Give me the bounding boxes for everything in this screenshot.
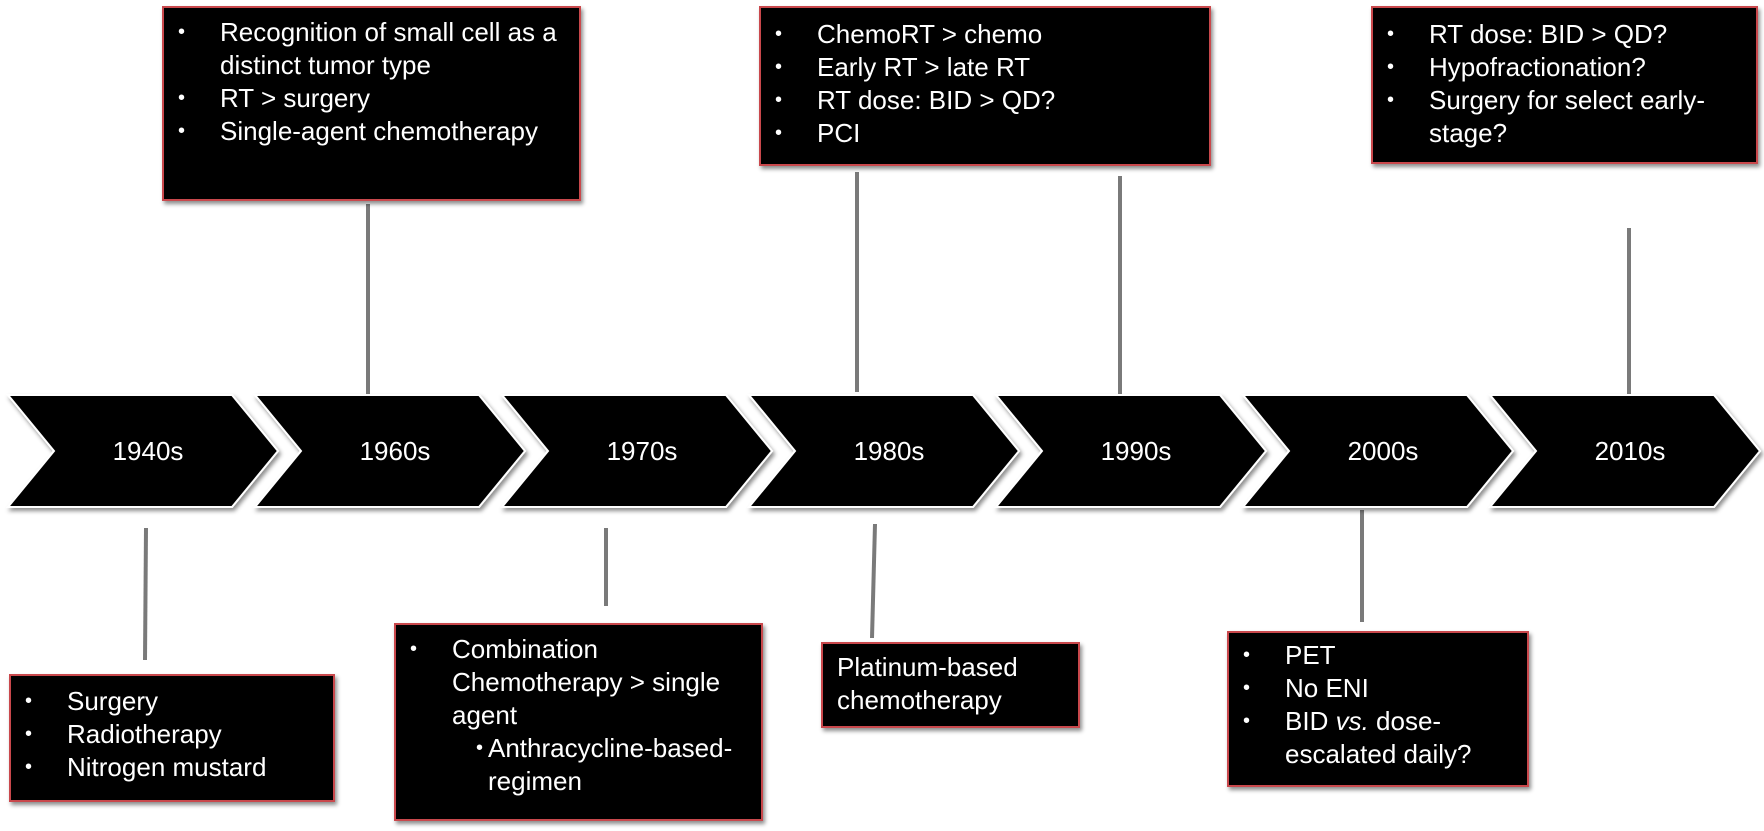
- note-item: Recognition of small cell as a distinct …: [164, 16, 579, 82]
- note-box-1980s-bottom: Platinum-based chemotherapy: [821, 642, 1080, 728]
- chevron-row: [5, 394, 1762, 508]
- note-box-1940s: Surgery Radiotherapy Nitrogen mustard: [9, 674, 335, 802]
- note-item: Nitrogen mustard: [11, 751, 333, 784]
- note-item: Radiotherapy: [11, 718, 333, 751]
- note-item: RT dose: BID > QD?: [761, 84, 1209, 117]
- note-item: Combination Chemotherapy > single agent: [396, 633, 761, 732]
- note-emphasis: vs.: [1335, 706, 1369, 736]
- note-item: Surgery: [11, 685, 333, 718]
- note-text: BID: [1285, 706, 1329, 736]
- chevron-1960s: [252, 394, 527, 508]
- decade-label-1980s: 1980s: [854, 436, 925, 466]
- note-box-2010s: RT dose: BID > QD? Hypofractionation? Su…: [1371, 6, 1758, 164]
- decade-label-2010s: 2010s: [1595, 436, 1666, 466]
- connector-lines: [143, 172, 1631, 661]
- connector-1980s-bottom: [870, 523, 877, 639]
- note-item: ChemoRT > chemo: [761, 18, 1209, 51]
- chevron-2010s: [1487, 394, 1762, 508]
- note-text: dose-escalated daily?: [1285, 706, 1472, 769]
- decade-label-1940s: 1940s: [113, 436, 184, 466]
- note-subitem: Anthracycline-based-regimen: [396, 732, 761, 798]
- note-item: No ENI: [1229, 672, 1527, 705]
- note-box-1970s: Combination Chemotherapy > single agent …: [394, 623, 763, 821]
- decade-label-1990s: 1990s: [1101, 436, 1172, 466]
- decade-label-1960s: 1960s: [360, 436, 431, 466]
- chevron-1990s: [993, 394, 1268, 508]
- note-box-1980s-top: ChemoRT > chemo Early RT > late RT RT do…: [759, 6, 1211, 166]
- note-item: PCI: [761, 117, 1209, 150]
- note-text: Platinum-based chemotherapy: [837, 652, 1018, 715]
- decade-label-1970s: 1970s: [607, 436, 678, 466]
- note-box-1960s: Recognition of small cell as a distinct …: [162, 6, 581, 201]
- note-item: RT dose: BID > QD?: [1373, 18, 1756, 51]
- note-item: Hypofractionation?: [1373, 51, 1756, 84]
- decade-label-2000s: 2000s: [1348, 436, 1419, 466]
- note-item: RT > surgery: [164, 82, 579, 115]
- note-item: Surgery for select early-stage?: [1373, 84, 1756, 150]
- note-item: BID vs. dose-escalated daily?: [1229, 705, 1527, 771]
- note-item: PET: [1229, 639, 1527, 672]
- chevron-1980s: [746, 394, 1021, 508]
- note-item: Early RT > late RT: [761, 51, 1209, 84]
- connector-1940s: [143, 527, 148, 661]
- chevron-2000s: [1240, 394, 1515, 508]
- chevron-1940s: [5, 394, 280, 508]
- note-item: Single-agent chemotherapy: [164, 115, 579, 148]
- chevron-1970s: [499, 394, 774, 508]
- note-box-2000s: PET No ENI BID vs. dose-escalated daily?: [1227, 631, 1529, 787]
